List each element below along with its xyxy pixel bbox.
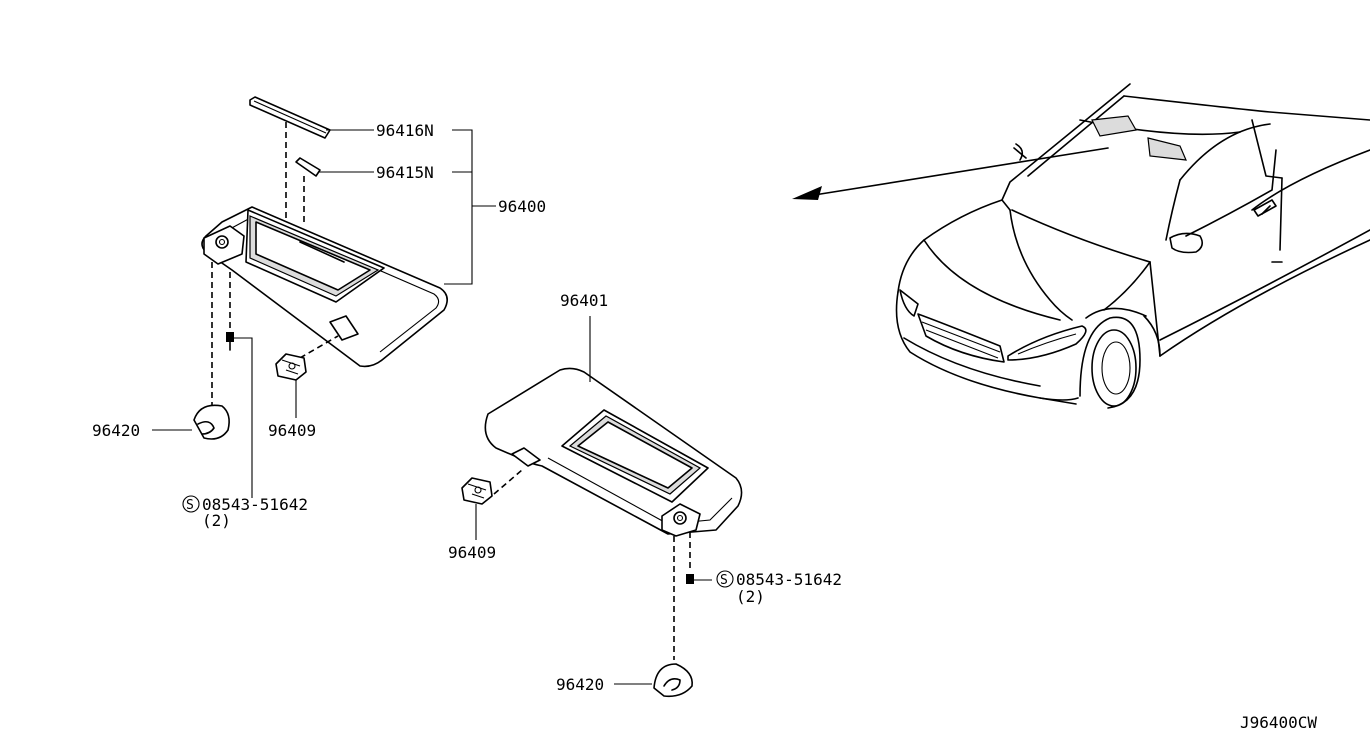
car-illustration xyxy=(792,83,1370,409)
label-96415N: 96415N xyxy=(376,163,434,182)
label-screw-left: 08543-51642 xyxy=(202,495,308,514)
label-screw-left-qty: (2) xyxy=(202,511,231,530)
label-96409-left: 96409 xyxy=(268,421,316,440)
label-96420-left: 96420 xyxy=(92,421,140,440)
label-screw-right-qty: (2) xyxy=(736,587,765,606)
screw-symbol-right: S xyxy=(720,573,728,588)
label-96401: 96401 xyxy=(560,291,608,310)
left-labels: 96416N 96415N 96400 96409 96420 S 08543-… xyxy=(92,121,546,530)
visor-pin-part xyxy=(295,157,321,177)
right-labels: 96401 96409 S 08543-51642 (2) 96420 xyxy=(448,291,842,694)
label-96400: 96400 xyxy=(498,197,546,216)
left-clip-part-96409 xyxy=(275,353,307,381)
diagram-code: J96400CW xyxy=(1240,713,1317,732)
label-96409-right: 96409 xyxy=(448,543,496,562)
right-clip-part-96409 xyxy=(461,477,493,505)
label-96416N: 96416N xyxy=(376,121,434,140)
left-sun-visor-assembly xyxy=(201,96,448,368)
left-cover-part-96420 xyxy=(193,404,230,440)
right-sun-visor-assembly xyxy=(484,367,743,537)
right-cover-part-96420 xyxy=(653,663,693,698)
location-arrow xyxy=(807,147,1109,197)
right-screw xyxy=(686,574,712,584)
left-visor-hinge xyxy=(203,225,245,265)
left-screw xyxy=(226,332,234,351)
screw-symbol-left: S xyxy=(186,498,194,513)
label-96420-right: 96420 xyxy=(556,675,604,694)
label-screw-right: 08543-51642 xyxy=(736,570,842,589)
